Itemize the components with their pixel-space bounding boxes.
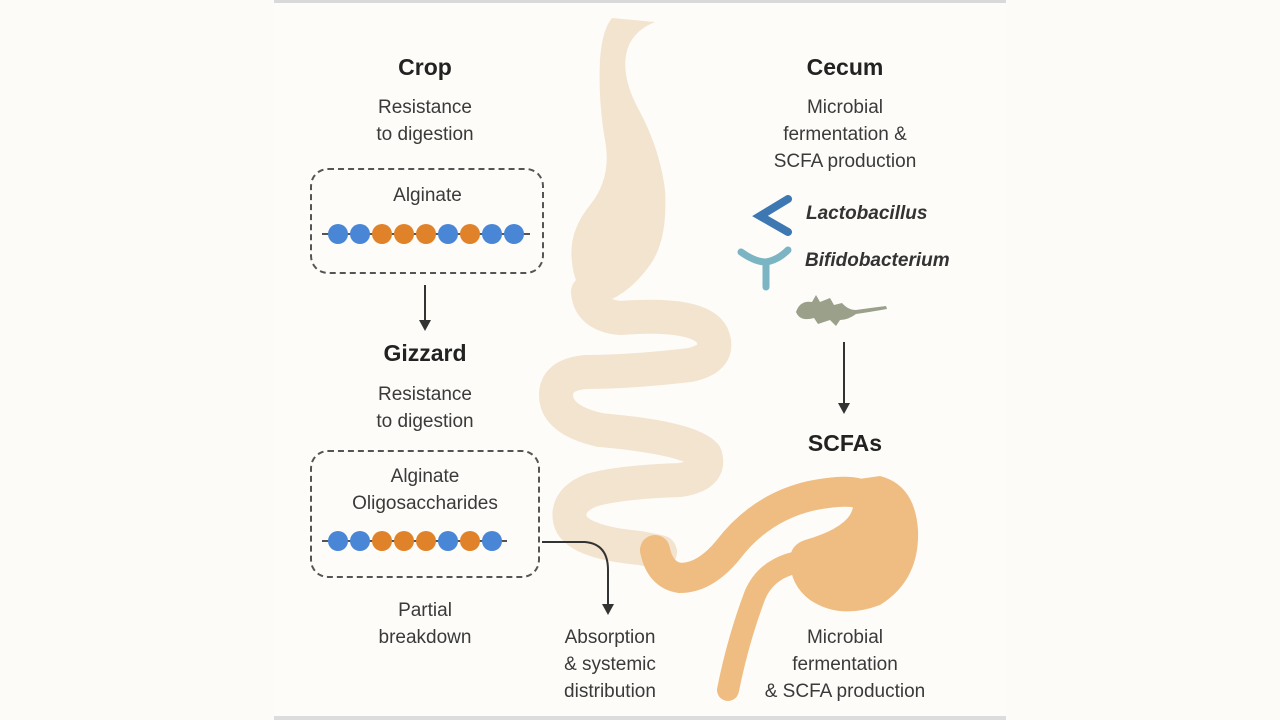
crop-title: Crop [398, 54, 452, 80]
gizzard-to-absorption-arrow [542, 541, 609, 606]
mannuronate-monomer [328, 531, 348, 551]
cecum-pouch-shape [790, 476, 919, 612]
gizzard-to-absorption-arrowhead [602, 604, 614, 615]
top-border [274, 0, 1006, 3]
gizzard-oligosaccharide-box [310, 450, 540, 578]
arrows [419, 285, 850, 615]
mannuronate-monomer [438, 224, 458, 244]
scfa-title: SCFAs [807, 430, 883, 456]
mannuronate-monomer [438, 531, 458, 551]
microbe-icon [796, 295, 887, 326]
cecum-title: Cecum [806, 54, 884, 80]
absorption-line2: & systemic [564, 654, 656, 675]
lower-gut-cecum [640, 476, 919, 701]
guluronate-monomer [460, 531, 480, 551]
cecum-description: Microbial fermentation & SCFA production [745, 94, 945, 175]
guluronate-monomer [460, 224, 480, 244]
crop-desc-line1: Resistance [378, 97, 472, 118]
gizzard-desc-line1: Resistance [378, 384, 472, 405]
cecum-desc-line1: Microbial [806, 97, 884, 118]
bottom-border [274, 716, 1006, 720]
colon-line1: Microbial [806, 627, 884, 648]
absorption-line1: Absorption [564, 627, 656, 648]
absorption-label: Absorption & systemic distribution [535, 624, 685, 705]
cecum-desc-line2: fermentation & [783, 124, 907, 145]
mannuronate-monomer [328, 224, 348, 244]
crop-alginate-box [310, 168, 544, 274]
cecum-to-scfa-arrowhead [838, 403, 850, 414]
colon-line3: & SCFA production [764, 681, 926, 702]
mannuronate-monomer [504, 224, 524, 244]
colon-line2: fermentation [792, 654, 898, 675]
crop-box-label: Alginate [393, 185, 462, 206]
colon-tube-shape [640, 476, 877, 594]
bifidobacterium-icon [737, 246, 792, 291]
absorption-line3: distribution [564, 681, 656, 702]
upper-gut [539, 18, 732, 569]
guluronate-monomer [394, 224, 414, 244]
gizzard-alginate-chain [322, 531, 507, 551]
gizzard-desc-line2: to digestion [376, 411, 474, 432]
mannuronate-monomer [350, 531, 370, 551]
gizzard-box-label1: Alginate [390, 466, 460, 487]
lactobacillus-label: Lactobacillus [806, 203, 928, 224]
crop-alginate-chain [322, 224, 530, 244]
crop-desc-line2: to digestion [376, 124, 474, 145]
crop-to-gizzard-arrowhead [419, 320, 431, 331]
gizzard-box-label2: Oligosaccharides [352, 493, 498, 514]
guluronate-monomer [372, 224, 392, 244]
guluronate-monomer [394, 531, 414, 551]
rectum-tube-shape [717, 549, 831, 701]
guluronate-monomer [416, 531, 436, 551]
esophagus-crop-shape [571, 18, 666, 302]
guluronate-monomer [372, 531, 392, 551]
cecum-desc-line3: SCFA production [773, 151, 917, 172]
partial-line2: breakdown [378, 627, 472, 648]
bifidobacterium-label: Bifidobacterium [805, 250, 950, 271]
gizzard-description: Resistance to digestion [320, 381, 530, 435]
mannuronate-monomer [350, 224, 370, 244]
lactobacillus-icon [752, 195, 792, 236]
chain-backbone [322, 540, 507, 542]
gizzard-title: Gizzard [383, 340, 467, 366]
colon-fermentation-label: Microbial fermentation & SCFA production [735, 624, 955, 705]
mannuronate-monomer [482, 531, 502, 551]
gizzard-box-label: Alginate Oligosaccharides [310, 463, 540, 517]
guluronate-monomer [416, 224, 436, 244]
small-intestine-shape [539, 275, 732, 569]
crop-description: Resistance to digestion [320, 94, 530, 148]
partial-line1: Partial [398, 600, 452, 621]
mannuronate-monomer [482, 224, 502, 244]
partial-breakdown-label: Partial breakdown [330, 597, 520, 651]
